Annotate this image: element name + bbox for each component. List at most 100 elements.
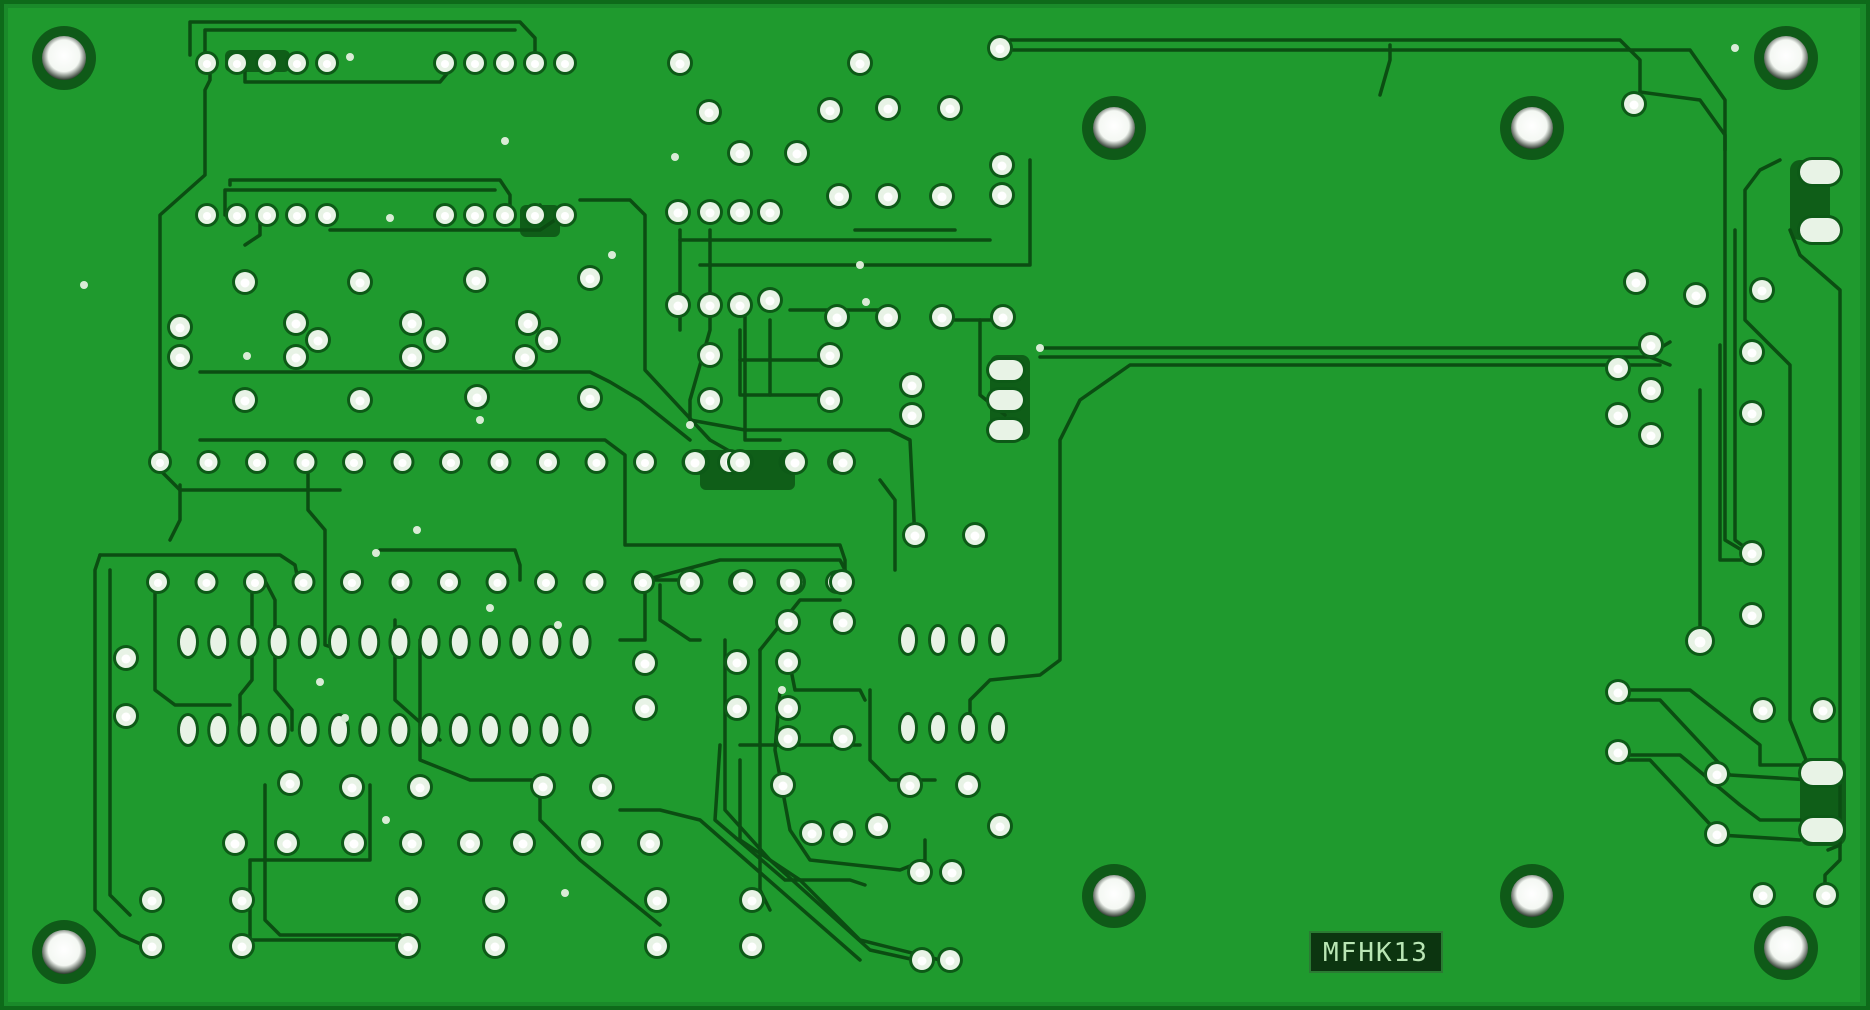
drill-hole	[237, 942, 247, 952]
drill-hole	[490, 942, 500, 952]
solder-pad	[542, 628, 559, 656]
drill-hole	[997, 161, 1007, 171]
drill-hole	[252, 458, 262, 468]
drill-hole	[347, 578, 357, 588]
drill-hole	[530, 59, 540, 69]
drill-hole	[1757, 286, 1767, 296]
drill-hole	[838, 618, 848, 628]
solder-pad	[931, 715, 945, 741]
drill-hole	[995, 44, 1005, 54]
solder-pad	[210, 716, 227, 744]
drill-hole	[765, 208, 775, 218]
solder-pad	[240, 628, 257, 656]
drill-hole	[873, 822, 883, 832]
trace	[108, 568, 132, 917]
solder-pad	[300, 716, 317, 744]
drill-hole	[1646, 341, 1656, 351]
trace	[743, 293, 782, 442]
trace	[538, 788, 662, 927]
drill-hole	[153, 578, 163, 588]
drill-hole	[292, 59, 302, 69]
drill-hole	[1613, 688, 1623, 698]
drill-hole	[937, 313, 947, 323]
solder-pad	[331, 628, 347, 656]
drill-hole	[732, 658, 742, 668]
drill-hole	[705, 208, 715, 218]
trace	[378, 548, 522, 582]
via	[778, 686, 786, 694]
drill-hole	[995, 822, 1005, 832]
drill-hole	[444, 578, 454, 588]
trace	[618, 583, 647, 642]
solder-pad	[901, 627, 915, 653]
trace	[223, 188, 497, 217]
drill-hole	[855, 59, 865, 69]
mounting-hole	[1511, 875, 1553, 917]
solder-pad	[1800, 160, 1840, 184]
drill-hole	[262, 211, 272, 221]
trace	[188, 20, 537, 57]
drill-hole	[202, 59, 212, 69]
drill-hole	[783, 734, 793, 744]
solder-pad	[542, 716, 559, 744]
silkscreen-label-text: MFHK13	[1323, 938, 1429, 968]
trace	[738, 758, 942, 962]
drill-hole	[945, 956, 955, 966]
via	[501, 137, 509, 145]
drill-hole	[465, 839, 475, 849]
drill-hole	[1747, 348, 1757, 358]
drill-hole	[471, 276, 481, 286]
drill-hole	[543, 336, 553, 346]
drill-hole	[322, 211, 332, 221]
drill-hole	[202, 578, 211, 588]
drill-hole	[592, 458, 601, 468]
drill-hole	[747, 896, 757, 906]
drill-hole	[262, 59, 272, 69]
via	[316, 678, 324, 686]
drill-hole	[838, 829, 848, 839]
drill-hole	[240, 278, 250, 288]
drill-hole	[1712, 770, 1722, 780]
drill-hole	[495, 458, 504, 468]
drill-hole	[590, 578, 599, 588]
trace	[738, 328, 832, 397]
drill-hole	[735, 149, 745, 159]
drill-hole	[1818, 706, 1828, 716]
via	[561, 889, 569, 897]
drill-hole	[807, 829, 817, 839]
trace	[1743, 158, 1812, 772]
solder-pads	[80, 35, 1846, 973]
solder-pad	[331, 716, 347, 744]
drill-hole	[543, 458, 553, 468]
drill-hole	[640, 704, 650, 714]
drill-hole	[1747, 611, 1757, 621]
drill-hole	[403, 942, 413, 952]
drill-hole	[883, 313, 893, 323]
drill-hole	[230, 839, 240, 849]
drill-hole	[947, 868, 957, 878]
solder-pad	[512, 716, 529, 744]
drill-hole	[541, 578, 551, 588]
drill-hole	[313, 336, 323, 346]
drill-hole	[1613, 411, 1623, 421]
drill-hole	[301, 458, 310, 468]
drill-hole	[232, 211, 242, 221]
drill-hole	[396, 578, 405, 588]
drill-hole	[560, 59, 570, 69]
drill-hole	[640, 659, 650, 669]
drill-hole	[1712, 830, 1722, 840]
drill-hole	[121, 712, 131, 722]
trace	[1618, 753, 1802, 822]
via	[856, 261, 864, 269]
trace	[578, 198, 747, 462]
trace	[1638, 90, 1752, 557]
via	[486, 604, 494, 612]
solder-pad	[989, 390, 1023, 410]
silkscreen-label-box	[1309, 931, 1443, 973]
trace	[1826, 843, 1842, 852]
mounting-hole	[42, 930, 86, 974]
mounting-hole	[1511, 107, 1553, 149]
via	[1036, 344, 1044, 352]
drill-hole	[538, 782, 548, 792]
